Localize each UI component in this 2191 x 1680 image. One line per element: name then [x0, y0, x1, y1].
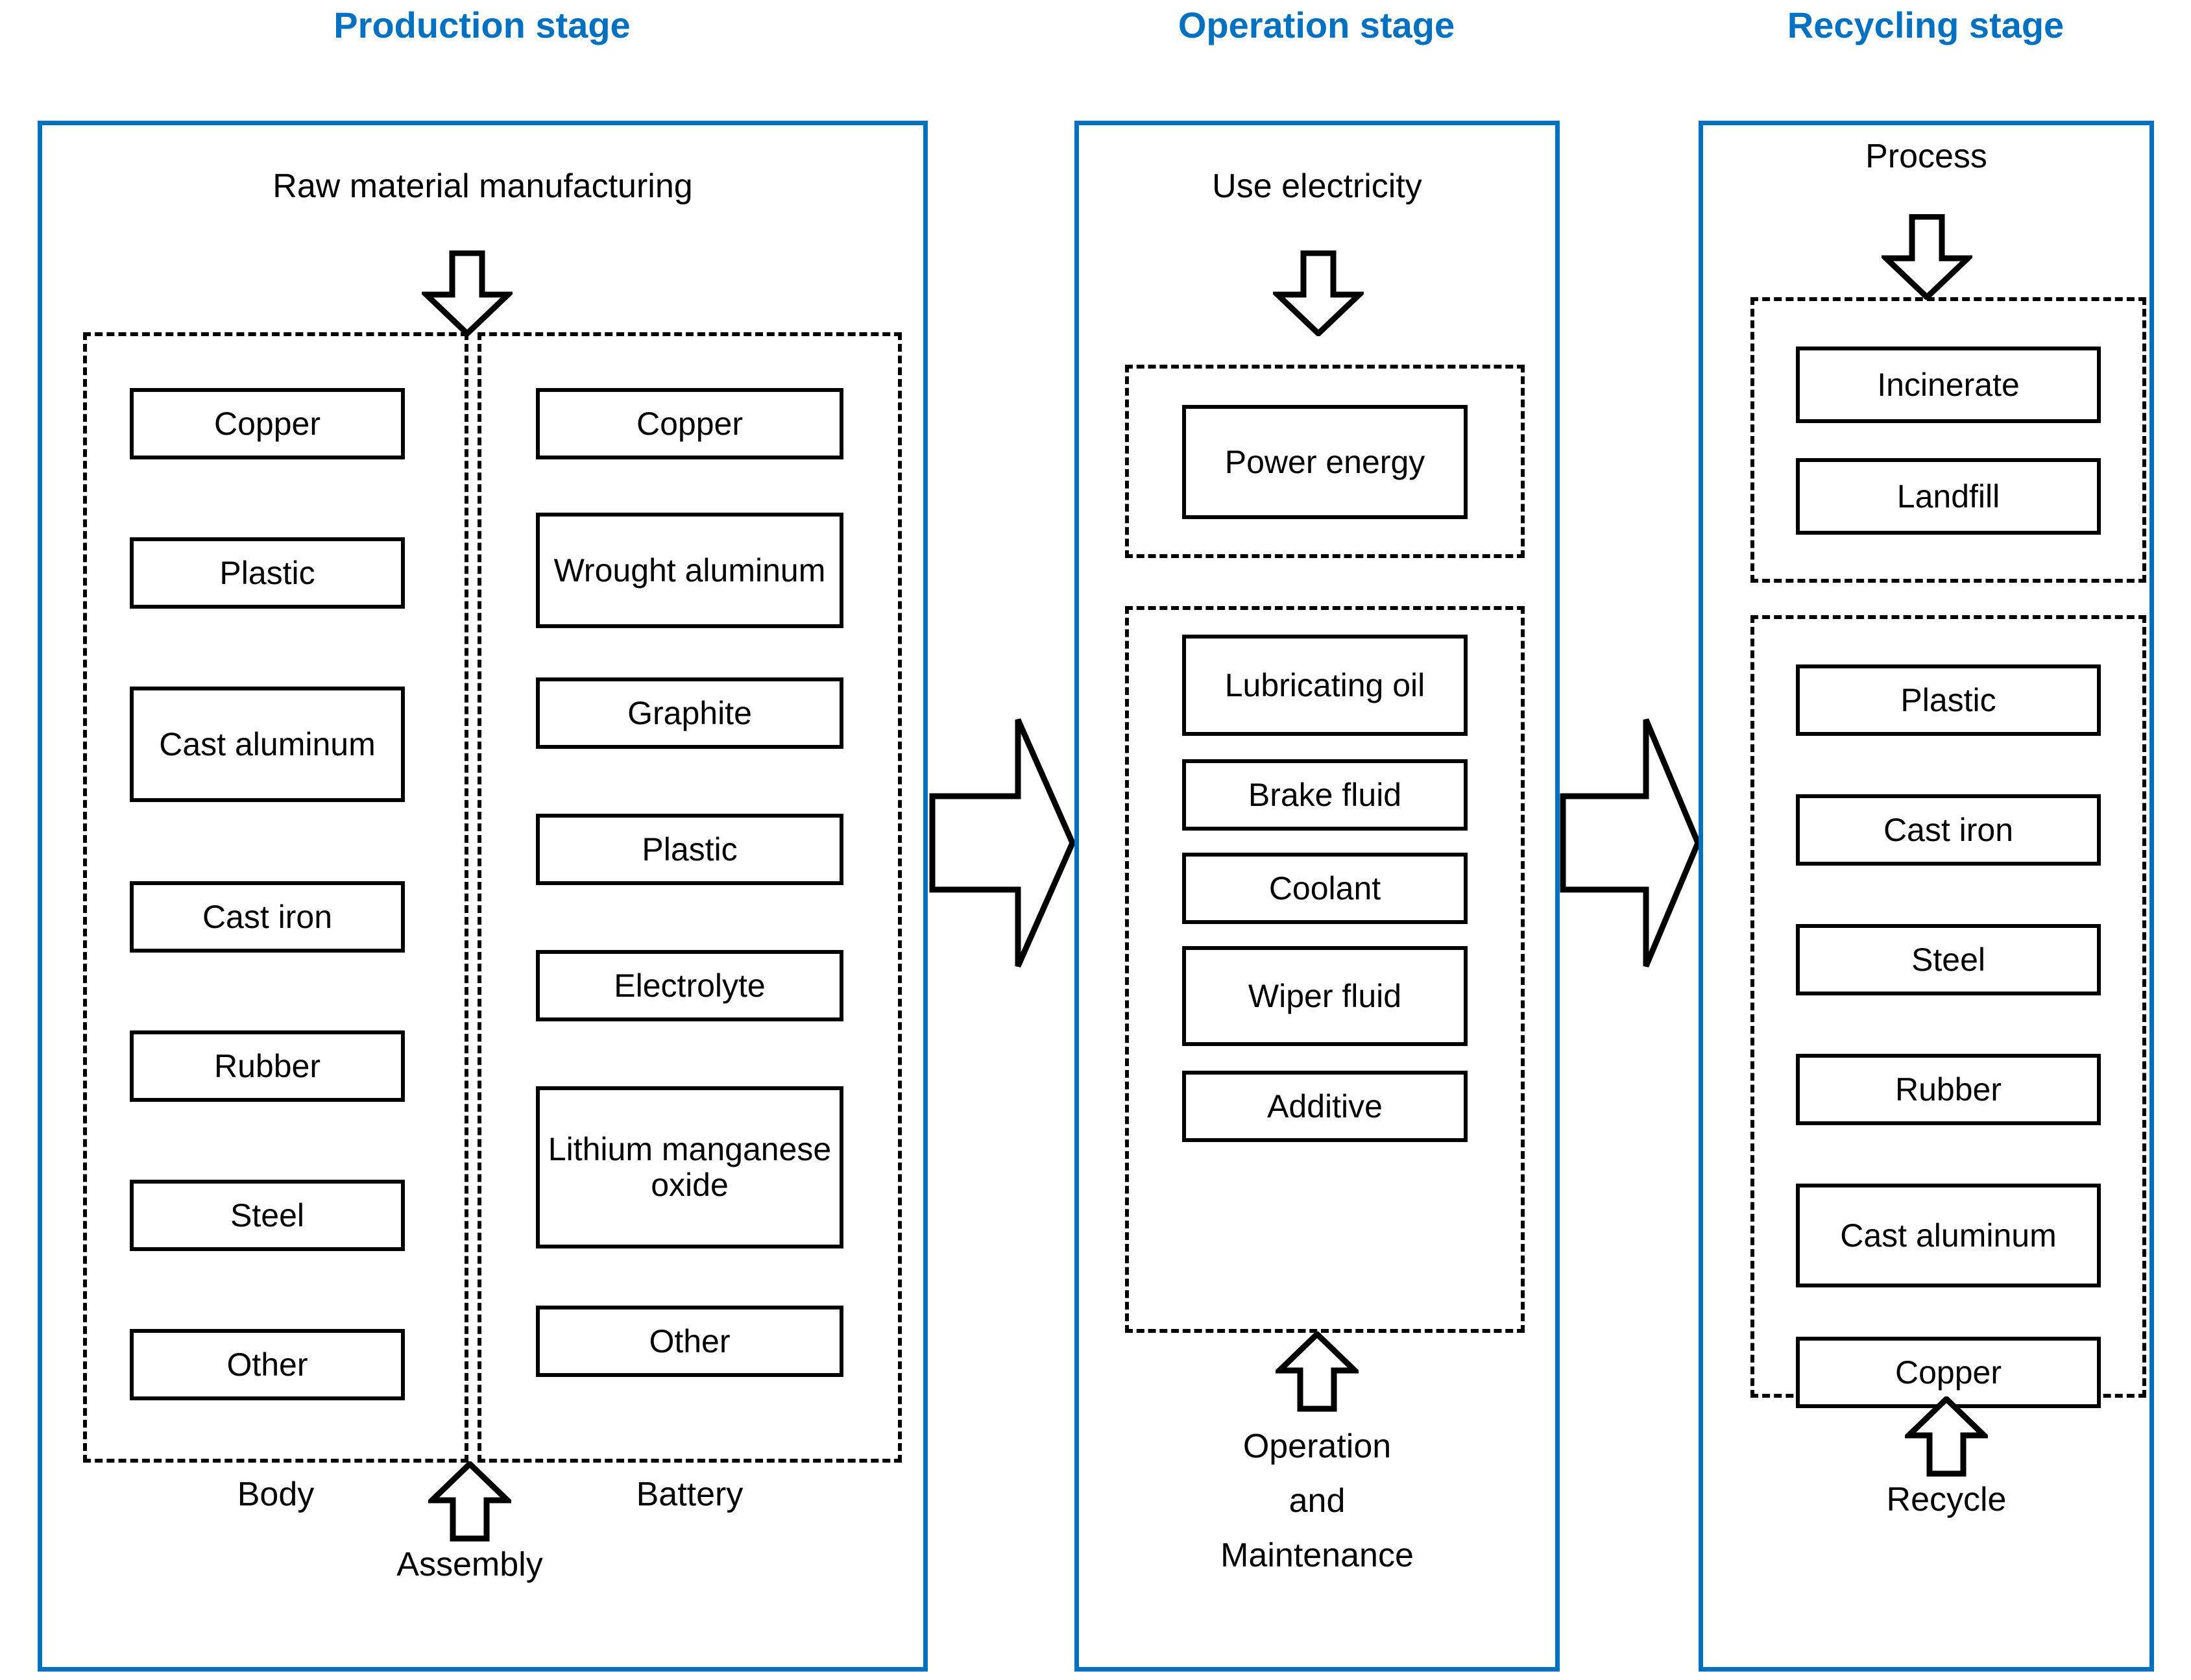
- item-battery-other[interactable]: Other: [536, 1306, 843, 1377]
- operation-maintenance-line-2: and: [1289, 1482, 1346, 1520]
- item-battery-plastic[interactable]: Plastic: [536, 814, 843, 885]
- operation-group-power: [1125, 365, 1525, 558]
- production-group-battery: [478, 332, 902, 1463]
- use-electricity-down-arrow: [1273, 250, 1364, 336]
- item-recycle-plastic[interactable]: Plastic: [1796, 664, 2101, 736]
- item-battery-electrolyte[interactable]: Electrolyte: [536, 950, 843, 1021]
- assembly-caption: Assembly: [396, 1546, 543, 1583]
- operation-maintenance-up-arrow: [1276, 1332, 1359, 1412]
- production-group-label-battery: Battery: [636, 1476, 744, 1513]
- item-body-rubber[interactable]: Rubber: [130, 1030, 405, 1102]
- item-power-energy[interactable]: Power energy: [1182, 405, 1468, 519]
- item-body-plastic[interactable]: Plastic: [130, 537, 405, 609]
- recycle-up-arrow: [1905, 1396, 1988, 1477]
- item-body-cast-aluminum[interactable]: Cast aluminum: [130, 687, 405, 802]
- production-top-caption: Raw material manufacturing: [272, 167, 693, 205]
- item-battery-copper[interactable]: Copper: [536, 388, 843, 459]
- item-battery-graphite[interactable]: Graphite: [536, 677, 843, 749]
- stage-title-operation: Operation stage: [1178, 5, 1455, 45]
- item-recycle-cast-iron[interactable]: Cast iron: [1796, 794, 2101, 866]
- item-brake-fluid[interactable]: Brake fluid: [1182, 759, 1468, 831]
- item-recycle-cast-aluminum[interactable]: Cast aluminum: [1796, 1184, 2101, 1287]
- item-lubricating-oil[interactable]: Lubricating oil: [1182, 635, 1468, 736]
- item-coolant[interactable]: Coolant: [1182, 853, 1468, 924]
- assembly-up-arrow: [428, 1461, 511, 1542]
- item-body-cast-iron[interactable]: Cast iron: [130, 881, 405, 953]
- stage-title-production: Production stage: [333, 5, 631, 45]
- item-wiper-fluid[interactable]: Wiper fluid: [1182, 946, 1468, 1046]
- recycling-top-caption: Process: [1865, 138, 1987, 175]
- item-incinerate[interactable]: Incinerate: [1796, 347, 2101, 423]
- raw-material-down-arrow: [422, 250, 513, 336]
- item-recycle-steel[interactable]: Steel: [1796, 924, 2101, 995]
- item-additive[interactable]: Additive: [1182, 1071, 1468, 1142]
- item-landfill[interactable]: Landfill: [1796, 458, 2101, 535]
- operation-top-caption: Use electricity: [1212, 167, 1422, 205]
- production-group-label-body: Body: [237, 1476, 315, 1513]
- operation-maintenance-line-3: Maintenance: [1220, 1537, 1414, 1574]
- recycling-group-disposal: [1750, 297, 2146, 583]
- operation-maintenance-line-1: Operation: [1242, 1428, 1392, 1465]
- item-body-steel[interactable]: Steel: [130, 1180, 405, 1251]
- item-recycle-rubber[interactable]: Rubber: [1796, 1054, 2101, 1125]
- item-battery-lithium-manganese-oxide[interactable]: Lithium manganese oxide: [536, 1086, 843, 1248]
- recycle-caption: Recycle: [1886, 1481, 2007, 1518]
- production-group-body: [83, 332, 468, 1463]
- stage-title-recycling: Recycling stage: [1787, 5, 2064, 45]
- item-recycle-copper[interactable]: Copper: [1796, 1337, 2101, 1408]
- flow-arrow-operation-to-recycling: [1560, 716, 1701, 969]
- operation-group-fluids: [1125, 606, 1525, 1333]
- flow-arrow-production-to-operation: [929, 716, 1076, 969]
- item-body-copper[interactable]: Copper: [130, 388, 405, 459]
- item-battery-wrought-aluminum[interactable]: Wrought aluminum: [536, 513, 843, 628]
- process-down-arrow: [1882, 214, 1972, 300]
- item-body-other[interactable]: Other: [130, 1329, 405, 1400]
